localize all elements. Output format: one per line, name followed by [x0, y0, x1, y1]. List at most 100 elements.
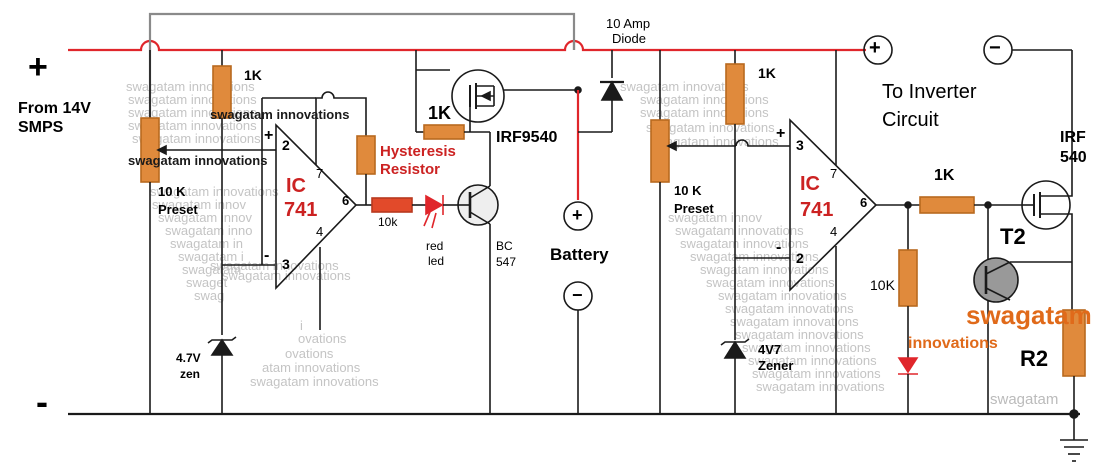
t2-label: T2 [1000, 224, 1026, 249]
output-plus-sign: + [869, 37, 881, 59]
brand-watermark: swagatam innovations [128, 153, 268, 168]
led-ray [423, 211, 431, 227]
pin-plus-left: + [264, 127, 274, 144]
battery-minus-sign: − [572, 285, 583, 305]
pin4-left: 4 [316, 224, 324, 239]
supply-plus-sign: + [28, 48, 48, 86]
watermark-text: swagatam innovations [150, 184, 279, 199]
watermark-text: swagatam in [170, 236, 243, 251]
supply-minus-sign: - [36, 381, 48, 422]
ic-label-left: IC [286, 175, 306, 197]
watermark-text: swagatam innovations [675, 223, 804, 238]
pin-minus-left: - [264, 247, 270, 264]
transistor-t2 [973, 257, 1019, 303]
pin3-left: 3 [282, 256, 290, 272]
watermark-text: swagatam i [178, 249, 244, 264]
resistor-10k-left [371, 197, 413, 213]
watermark-text: swagatam innovations [250, 374, 379, 389]
watermark-text: swagatam innov [668, 210, 762, 225]
watermark-text: swagatam innovations [620, 79, 749, 94]
output-plus-terminal [863, 35, 893, 65]
r2-label: R2 [1020, 346, 1049, 371]
r10k-right-label: 10K [870, 277, 895, 293]
wiper-arrow [156, 144, 167, 156]
resistor-10k-right [898, 249, 918, 307]
led-ray [431, 212, 437, 229]
battery-label: Battery [550, 245, 609, 264]
resistor-1k-out [919, 196, 975, 214]
watermark-text: swagatam innovations [735, 327, 864, 342]
watermark-text: swagatam innovations [706, 275, 835, 290]
supply-label-line2: SMPS [18, 119, 64, 136]
diode-10a [600, 80, 624, 101]
ic-number-left: 741 [284, 199, 318, 221]
mosfet-left-label: IRF9540 [496, 129, 558, 146]
t2-emitter [985, 287, 1011, 301]
brand-watermark: swagatam innovations [210, 107, 350, 122]
watermark-text: swagatam innovations [718, 288, 847, 303]
bjt-label-1: BC [496, 239, 513, 253]
r10k-left-label: 10k [378, 215, 398, 229]
preset-label-right-2: Preset [674, 201, 714, 216]
r-gate-label: 1K [428, 103, 452, 123]
pin-plus-right: + [776, 125, 786, 142]
pin3-right: 3 [796, 137, 804, 153]
zener-bar [207, 336, 237, 344]
watermark-text: swagatam innovations [680, 236, 809, 251]
watermark-text: swagatam innov [152, 197, 246, 212]
resistor-1k-right [725, 63, 745, 125]
pin2-left: 2 [282, 137, 290, 153]
watermark-text: ovations [298, 331, 347, 346]
watermark-text: swagatam innovations [742, 340, 871, 355]
watermark-text: swag [194, 288, 224, 303]
supply-label-line1: From 14V [18, 100, 91, 117]
pin4-right: 4 [830, 224, 838, 239]
ic-label-right: IC [800, 173, 820, 195]
red-led-right [897, 357, 919, 374]
left-stage [140, 50, 582, 414]
led-label-2: led [428, 254, 445, 268]
watermark-text: swagatam innovations [730, 314, 859, 329]
preset-label-left-2: Preset [158, 202, 198, 217]
hysteresis-resistor [356, 135, 376, 175]
preset-label-left-1: 10 K [158, 184, 186, 199]
pin2-right: 2 [796, 250, 804, 266]
zener-diode-left [210, 338, 234, 356]
bottom-brand-watermark: swagatam [990, 391, 1059, 408]
pin6-left: 6 [342, 193, 350, 208]
watermark-text: swagatam innovations [700, 262, 829, 277]
wire [315, 91, 367, 165]
resistor-1k-gate [423, 124, 465, 140]
right-stage [650, 35, 1088, 462]
battery-section [563, 50, 624, 414]
ic-number-right: 741 [800, 199, 834, 221]
r-top-right-label: 1K [758, 65, 776, 81]
pin-minus-right: - [776, 239, 782, 256]
watermark-text: swagatam innovations [222, 268, 351, 283]
zener-right-label-1: 4V7 [758, 342, 782, 357]
output-minus-sign: − [989, 37, 1001, 59]
battery-plus-sign: + [572, 205, 583, 225]
pin6-right: 6 [860, 195, 868, 210]
bjt-collector [469, 185, 491, 199]
watermark-text: ovations [285, 346, 334, 361]
output-label-2: Circuit [882, 109, 939, 131]
output-label-1: To Inverter [882, 81, 977, 103]
diode-label-1: 10 Amp [606, 16, 651, 31]
bjt-label-2: 547 [496, 255, 517, 269]
hysteresis-label-1: Hysteresis [380, 143, 456, 160]
red-led [425, 194, 444, 216]
wire [735, 139, 790, 147]
hysteresis-label-2: Resistor [380, 161, 441, 178]
opamp-right [789, 118, 878, 292]
positive-rail [68, 39, 866, 52]
battery-plus-terminal [563, 201, 593, 231]
wire [1058, 213, 1073, 310]
watermark-text: swagatam innovations [756, 379, 885, 394]
t2-collector [985, 261, 1011, 275]
r-top-left-label: 1K [244, 67, 262, 83]
zener-bar [720, 338, 750, 346]
r-out-label: 1K [934, 167, 955, 184]
pin7-right: 7 [830, 166, 838, 181]
